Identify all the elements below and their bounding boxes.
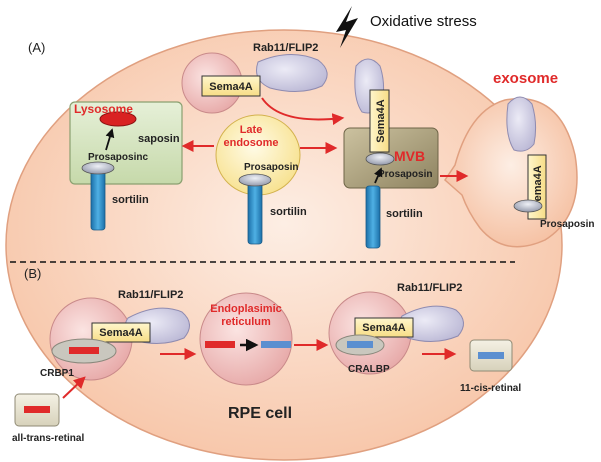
trans-retinal-er: [205, 341, 235, 348]
cis-retinal-label: 11-cis-retinal: [460, 383, 521, 394]
sortilin-left: [90, 165, 106, 231]
lysosome-label: Lysosome: [74, 102, 133, 116]
rab11-flip2-blob-exo: [506, 96, 537, 152]
sortilin-center-label: sortilin: [270, 206, 307, 218]
rpe-cell-label: RPE cell: [228, 405, 292, 422]
lightning-icon: [336, 6, 358, 48]
sortilin-mvb: [365, 185, 381, 249]
cis-retinal-in-cralbp: [347, 341, 373, 348]
rab11-label-b1: Rab11/FLIP2: [118, 289, 183, 301]
saposin-label: saposin: [138, 133, 180, 145]
sortilin-mvb-label: sortilin: [386, 208, 423, 220]
sema4a-box-b2: [354, 317, 414, 338]
er-label-line1: Endoplasimic: [210, 303, 282, 315]
rab11-label-top: Rab11/FLIP2: [253, 42, 318, 54]
sema4a-box-mvb: [369, 89, 390, 153]
prosaposin-center-label: Prosaposin: [244, 162, 298, 173]
sortilin-center: [247, 179, 263, 245]
panel-b-label: (B): [24, 266, 41, 281]
lysosome-enzyme: [99, 111, 137, 127]
rab11-flip2-blob-top: [256, 54, 328, 92]
trans-retinal-label: all-trans-retinal: [12, 433, 84, 444]
sema4a-box-b1: [91, 322, 151, 343]
prosaposinc-label: Prosaposinc: [88, 152, 148, 163]
prosaposin-mvb-label: Prosaposin: [378, 169, 432, 180]
saposin-mvb: [365, 152, 395, 166]
cis-retinal-bar: [478, 352, 504, 359]
prosaposin-center: [238, 173, 272, 187]
er-label-line2: reticulum: [221, 316, 271, 328]
arrow-to-mvb: [261, 97, 345, 126]
sema4a-box-top: [201, 75, 261, 97]
mvb-label: MVB: [394, 148, 425, 164]
sortilin-left-label: sortilin: [112, 194, 149, 206]
sema4a-label-exo: Sema4A: [532, 165, 544, 208]
late-endosome-line2: endosome: [223, 137, 278, 149]
panel-a-label: (A): [28, 40, 45, 55]
cis-retinal-er: [261, 341, 291, 348]
sema4a-label-b2: Sema4A: [362, 322, 405, 334]
cralbp-label: CRALBP: [348, 364, 390, 375]
trans-retinal-in-crbp1: [69, 347, 99, 354]
crbp1-label: CRBP1: [40, 368, 74, 379]
oxidative-stress-label: Oxidative stress: [370, 13, 477, 30]
rpe-cell-body: [5, 29, 563, 461]
sema4a-label-mvb: Sema4A: [375, 99, 387, 142]
exosome-label: exosome: [493, 70, 558, 87]
late-endosome-line1: Late: [240, 124, 263, 136]
prosaposin-exo-label: Prosaposin: [540, 219, 594, 230]
saposin-exo: [513, 199, 543, 213]
lysosome-cleavage-arrow: [105, 128, 115, 151]
rab11-label-b2: Rab11/FLIP2: [397, 282, 462, 294]
prosaposin-left: [81, 161, 115, 175]
trans-retinal-bar: [24, 406, 50, 413]
sema4a-label-b1: Sema4A: [99, 327, 142, 339]
arrow-trans-to-crbp1: [62, 376, 86, 399]
sema4a-label-top: Sema4A: [209, 81, 252, 93]
mvb-cleavage-arrow: [374, 167, 383, 184]
